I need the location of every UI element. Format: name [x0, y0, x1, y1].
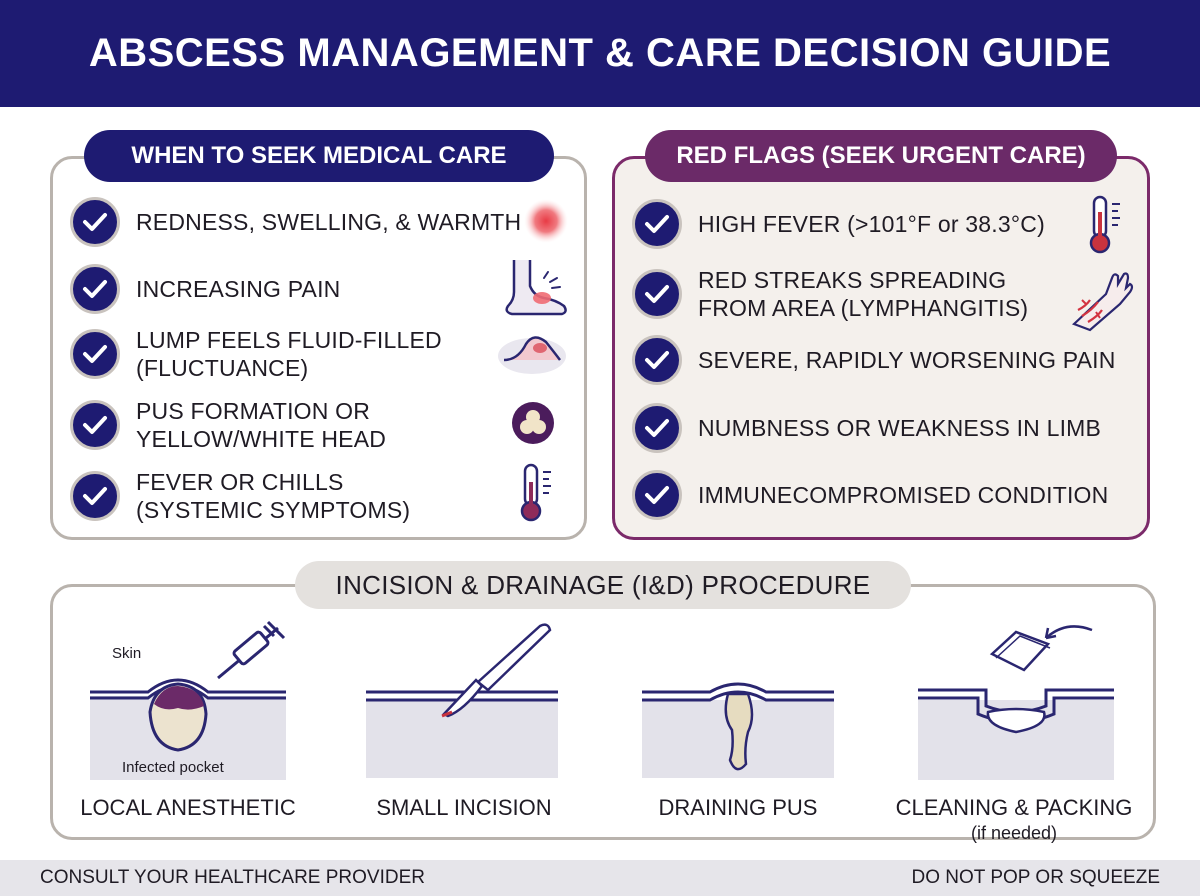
checkmark-icon [70, 264, 120, 314]
item-label: REDNESS, SWELLING, & WARMTH [136, 209, 522, 235]
skin-label: Skin [112, 645, 142, 662]
procedure-title: INCISION & DRAINAGE (I&D) PROCEDURE [295, 561, 911, 609]
seek-care-item: INCREASING PAIN [70, 264, 341, 314]
painful-foot-icon [500, 256, 570, 325]
thermometer-icon [1088, 194, 1124, 261]
red-streaks-arm-icon [1068, 264, 1136, 337]
red-flags-panel [612, 156, 1150, 540]
thermometer-icon [519, 462, 555, 529]
step-label: DRAINING PUS [658, 795, 818, 820]
gauze-pad-icon [989, 630, 1051, 672]
item-label: SEVERE, RAPIDLY WORSENING PAIN [698, 347, 1116, 373]
fluid-lump-icon [496, 330, 568, 381]
item-label: PUS FORMATION OR YELLOW/WHITE HEAD [136, 398, 387, 452]
syringe-icon [217, 620, 286, 680]
item-label: RED STREAKS SPREADING FROM AREA (LYMPHAN… [698, 267, 1029, 321]
step-label: SMALL INCISION [376, 795, 552, 820]
checkmark-icon [632, 199, 682, 249]
infected-pocket-label: Infected pocket [122, 759, 224, 776]
seek-care-item: LUMP FEELS FLUID-FILLED (FLUCTUANCE) [70, 326, 442, 382]
checkmark-icon [70, 329, 120, 379]
item-label: IMMUNECOMPROMISED CONDITION [698, 482, 1109, 508]
checkmark-icon [70, 400, 120, 450]
seek-care-item: PUS FORMATION OR YELLOW/WHITE HEAD [70, 397, 386, 453]
packing-illustration [916, 618, 1116, 787]
header-banner: ABSCESS MANAGEMENT & CARE DECISION GUIDE [0, 0, 1200, 107]
seek-care-title: WHEN TO SEEK MEDICAL CARE [84, 130, 554, 182]
inflammation-icon [523, 198, 569, 249]
checkmark-icon [632, 403, 682, 453]
seek-care-panel [50, 156, 587, 540]
pus-head-icon [510, 400, 556, 451]
scalpel-icon [441, 623, 552, 718]
checkmark-icon [632, 269, 682, 319]
red-flag-item: HIGH FEVER (>101°F or 38.3°C) [632, 199, 1045, 249]
item-label: INCREASING PAIN [136, 276, 341, 302]
step-label: CLEANING & PACKING [895, 795, 1133, 820]
footer-bar: CONSULT YOUR HEALTHCARE PROVIDER DO NOT … [0, 860, 1200, 896]
red-flag-item: RED STREAKS SPREADING FROM AREA (LYMPHAN… [632, 266, 1028, 322]
page-title: ABSCESS MANAGEMENT & CARE DECISION GUIDE [88, 31, 1112, 75]
item-label: LUMP FEELS FLUID-FILLED (FLUCTUANCE) [136, 327, 442, 381]
checkmark-icon [632, 470, 682, 520]
red-flag-item: IMMUNECOMPROMISED CONDITION [632, 470, 1108, 520]
item-label: NUMBNESS OR WEAKNESS IN LIMB [698, 415, 1102, 441]
step-sublabel: (if needed) [970, 823, 1058, 843]
checkmark-icon [70, 197, 120, 247]
footer-left-note: CONSULT YOUR HEALTHCARE PROVIDER [40, 867, 426, 888]
item-label: HIGH FEVER (>101°F or 38.3°C) [698, 211, 1045, 237]
draining-illustration [640, 620, 836, 785]
red-flags-title: RED FLAGS (SEEK URGENT CARE) [645, 130, 1117, 182]
seek-care-item: REDNESS, SWELLING, & WARMTH [70, 197, 521, 247]
seek-care-item: FEVER OR CHILLS (SYSTEMIC SYMPTOMS) [70, 468, 410, 524]
red-flag-item: NUMBNESS OR WEAKNESS IN LIMB [632, 403, 1101, 453]
anesthetic-illustration [88, 612, 288, 787]
footer-right-note: DO NOT POP OR SQUEEZE [911, 867, 1160, 888]
item-label: FEVER OR CHILLS (SYSTEMIC SYMPTOMS) [136, 469, 411, 523]
step-label: LOCAL ANESTHETIC [80, 795, 296, 820]
checkmark-icon [632, 335, 682, 385]
red-flag-item: SEVERE, RAPIDLY WORSENING PAIN [632, 335, 1116, 385]
checkmark-icon [70, 471, 120, 521]
incision-illustration [364, 620, 560, 785]
arrow-icon [1044, 625, 1093, 640]
